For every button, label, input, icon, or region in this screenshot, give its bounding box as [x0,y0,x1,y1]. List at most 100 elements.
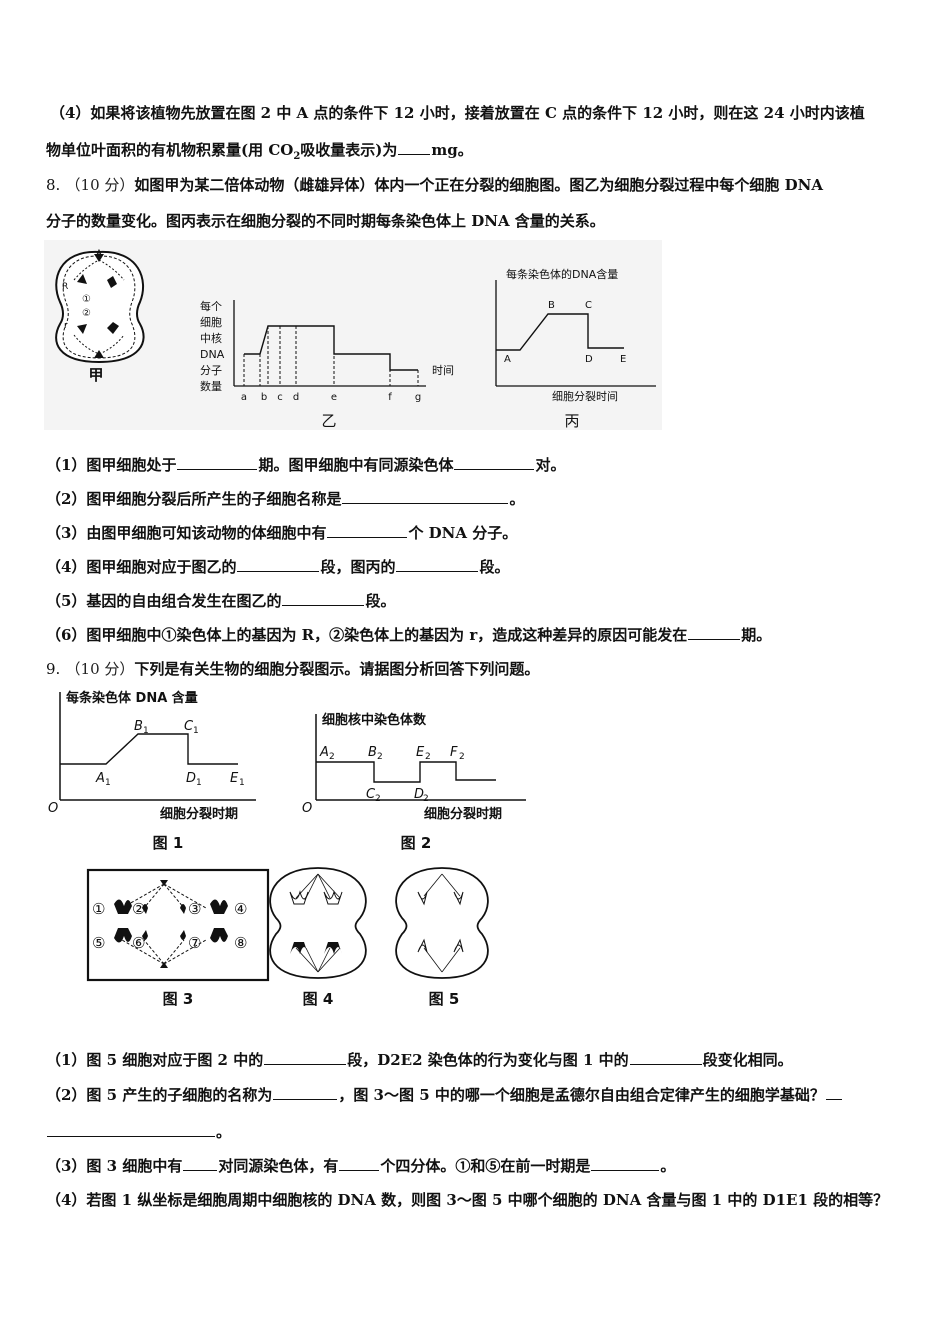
q8-figure-panel: A R ① ② r 甲 每个 细胞 中核 DNA 分子 数量 时间 a b c … [44,240,662,430]
ylabel: 数量 [200,380,222,393]
question-text: 如图甲为某二倍体动物（雌雄异体）体内一个正在分裂的细胞图。图乙为细胞分裂过程中每… [134,176,823,194]
xlabel: 细胞分裂时期 [424,806,502,822]
point-b1: B [134,719,143,734]
origin: O [302,801,312,816]
point-c1: C [184,719,194,734]
answer-blank[interactable] [264,1050,347,1065]
ylabel: 细胞 [200,316,222,329]
question-number: 9. [46,660,61,678]
subscript: 2 [375,794,381,804]
q9-intro: 9. （10 分）下列是有关生物的细胞分裂图示。请据图分析回答下列问题。 [46,659,539,679]
text: （2）图甲细胞分裂后所产生的子细胞名称是 [46,490,342,508]
answer-blank[interactable] [629,1050,702,1065]
answer-blank[interactable] [396,557,479,572]
subscript: 2 [425,752,431,762]
text: （1）图甲细胞处于 [46,456,177,474]
point-e1: E [230,771,239,786]
text: （1）图 5 细胞对应于图 2 中的 [46,1051,264,1069]
point-e: E [620,354,626,365]
tick: g [415,392,421,403]
label-4: ④ [234,900,247,918]
point-e2: E [416,745,425,760]
q8-sub6: （6）图甲细胞中①染色体上的基因为 R，②染色体上的基因为 r，造成这种差异的原… [46,625,771,645]
fig-yi-chart: 每个 细胞 中核 DNA 分子 数量 时间 a b c d e f g 乙 [200,299,454,430]
q9-sub2-continued: 。 [46,1122,231,1142]
text: 对同源染色体，有 [218,1157,339,1175]
q9-sub1: （1）图 5 细胞对应于图 2 中的段，D2E2 染色体的行为变化与图 1 中的… [46,1050,793,1070]
ylabel: DNA [200,348,225,361]
q9-sub3: （3）图 3 细胞中有对同源染色体，有个四分体。①和⑤在前一时期是。 [46,1156,675,1176]
text: 段变化相同。 [702,1051,793,1069]
q8-sub2: （2）图甲细胞分裂后所产生的子细胞名称是。 [46,489,524,509]
text: （5）基因的自由组合发生在图乙的 [46,592,282,610]
text: 段。 [365,592,396,610]
answer-blank[interactable] [339,1156,380,1171]
ylabel: 细胞核中染色体数 [322,712,427,728]
point-b: B [548,300,555,311]
score: （10 分） [65,176,135,194]
ylabel: 每条染色体 DNA 含量 [66,690,198,706]
answer-blank[interactable] [825,1085,842,1100]
point-d2: D [414,787,424,802]
point-d: D [585,354,593,365]
q8-intro-line2: 分子的数量变化。图丙表示在细胞分裂的不同时期每条染色体上 DNA 含量的关系。 [46,212,605,230]
fig4-cell: 图 4 [269,867,367,1008]
caption-bing: 丙 [564,412,579,430]
subscript: 2 [293,151,301,162]
point-a1: A [95,771,105,786]
text: 。 [216,1123,232,1141]
caption-fig4: 图 4 [303,990,334,1008]
ylabel: 中核 [200,331,222,345]
answer-blank[interactable] [327,523,408,538]
text: mg。 [431,141,473,159]
q7-part4-line1: （4）如果将该植物先放置在图 2 中 A 点的条件下 12 小时，接着放置在 C… [50,104,865,122]
score: （10 分） [65,660,135,678]
text: （6）图甲细胞中①染色体上的基因为 R，②染色体上的基因为 r，造成这种差异的原… [46,626,688,644]
q8-sub3: （3）由图甲细胞可知该动物的体细胞中有个 DNA 分子。 [46,523,517,543]
text: 物单位叶面积的有机物积累量(用 CO [46,141,294,159]
answer-blank[interactable] [183,1156,218,1171]
caption-fig3: 图 3 [163,990,194,1008]
caption-yi: 乙 [321,412,336,430]
q8-sub4: （4）图甲细胞对应于图乙的段，图丙的段。 [46,557,509,577]
caption-fig5: 图 5 [429,990,460,1008]
text: 吸收量表示)为 [300,141,398,159]
text: 个 DNA 分子。 [408,524,518,542]
subscript: 2 [329,752,335,762]
label-1: ① [92,900,105,918]
text: 对。 [535,456,566,474]
label-r-upper: R [62,282,68,292]
caption-jia: 甲 [88,366,103,384]
subscript: 1 [193,726,199,736]
tick: a [241,392,247,403]
xlabel: 时间 [432,364,454,377]
answer-blank[interactable] [273,1085,338,1100]
question-number: 8. [46,176,61,194]
answer-blank[interactable] [591,1156,660,1171]
answer-blank[interactable] [237,557,320,572]
answer-blank[interactable] [282,591,365,606]
point-b2: B [368,745,377,760]
subscript: 1 [196,778,202,788]
text: 期。图甲细胞中有同源染色体 [258,456,454,474]
subscript: 1 [105,778,111,788]
answer-blank[interactable] [688,625,741,640]
answer-blank[interactable] [398,140,431,155]
answer-blank[interactable] [342,489,509,504]
caption-fig1: 图 1 [153,834,184,852]
point-f2: F [450,745,458,760]
label-6: ⑥ [132,934,145,952]
label-3: ③ [188,900,201,918]
fig-bing-chart: 每条染色体的DNA含量 A B C D E 细胞分裂时间 丙 [495,267,656,430]
answer-blank[interactable] [454,455,535,470]
tick: d [293,392,299,403]
text: ，图 3～图 5 中的哪一个细胞是孟德尔自由组合定律产生的细胞学基础？ [338,1086,825,1104]
answer-blank[interactable] [47,1122,215,1137]
xlabel: 细胞分裂时期 [160,806,238,822]
point-a2: A [319,745,329,760]
answer-blank[interactable] [177,455,258,470]
tick: e [331,392,337,403]
text: 个四分体。①和⑤在前一时期是 [380,1157,591,1175]
